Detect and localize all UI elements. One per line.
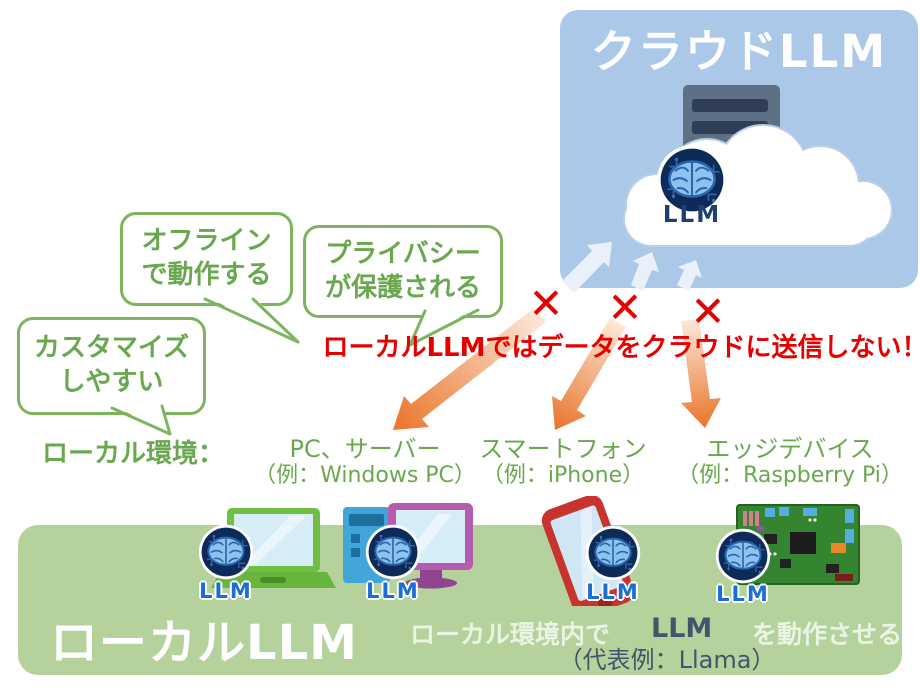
laptop-icon (211, 508, 336, 588)
device-name: PC、サーバー (289, 435, 441, 463)
device-name: スマートフォン (479, 435, 647, 463)
blocked-cross-icon: ✕ (607, 283, 643, 332)
no-cloud-send-message: ローカルLLMではデータをクラウドに送信しない！ (322, 333, 920, 363)
band-desc-emphasis: LLM (651, 613, 713, 644)
benefit-bubble-privacy: プライバシー が保護される (303, 225, 503, 318)
edge-board-llm-badge-label: LLM (716, 582, 770, 606)
local-llm-title: ローカルLLM (50, 615, 358, 671)
device-example: （例：iPhone） (481, 463, 645, 488)
benefit-bubble-customize: カスタマイズ しやすい (17, 317, 206, 415)
device-example: （例：Windows PC） (254, 463, 476, 488)
smartphone-llm-badge-label: LLM (586, 580, 640, 604)
blocked-cross-icon: ✕ (690, 287, 726, 336)
benefit-offline-line2: で動作する (141, 260, 272, 290)
benefit-privacy-line2: が保護される (324, 272, 481, 303)
laptop-llm-brain-icon (198, 524, 254, 580)
benefit-customize-line1: カスタマイズ (33, 333, 190, 364)
device-label-edge: エッジデバイス （例：Raspberry Pi） (677, 435, 903, 489)
benefit-customize-line2: しやすい (59, 367, 164, 397)
band-desc-post: を動作させる (752, 620, 903, 649)
device-example: （例：Raspberry Pi） (677, 463, 903, 488)
blocked-cross-icon: ✕ (528, 279, 564, 328)
device-label-smartphone: スマートフォン （例：iPhone） (479, 435, 646, 489)
band-desc-pre: ローカル環境内で (410, 620, 611, 649)
cloud-llm-title: クラウドLLM (590, 25, 888, 78)
bubble-tail-offline (203, 296, 300, 344)
band-desc-example: （代表例：Llama） (558, 646, 776, 674)
device-name: エッジデバイス (706, 435, 874, 463)
desktop-llm-brain-icon (365, 524, 421, 580)
laptop-llm-badge-label: LLM (199, 579, 253, 603)
edge-board-llm-brain-icon (715, 528, 771, 584)
benefit-privacy-line1: プライバシー (325, 238, 481, 269)
local-env-label: ローカル環境： (42, 439, 225, 469)
device-label-pc-server: PC、サーバー （例：Windows PC） (254, 435, 476, 489)
cloud-llm-badge-label: LLM (662, 202, 722, 228)
bubble-tail-customize (110, 403, 172, 436)
desktop-llm-badge-label: LLM (366, 579, 420, 603)
bubble-tail-privacy (408, 307, 480, 347)
benefit-offline-line1: オフライン (141, 226, 272, 257)
cloud-server-illustration (623, 85, 893, 247)
benefit-bubble-offline: オフライン で動作する (120, 212, 293, 306)
smartphone-llm-brain-icon (585, 525, 641, 581)
